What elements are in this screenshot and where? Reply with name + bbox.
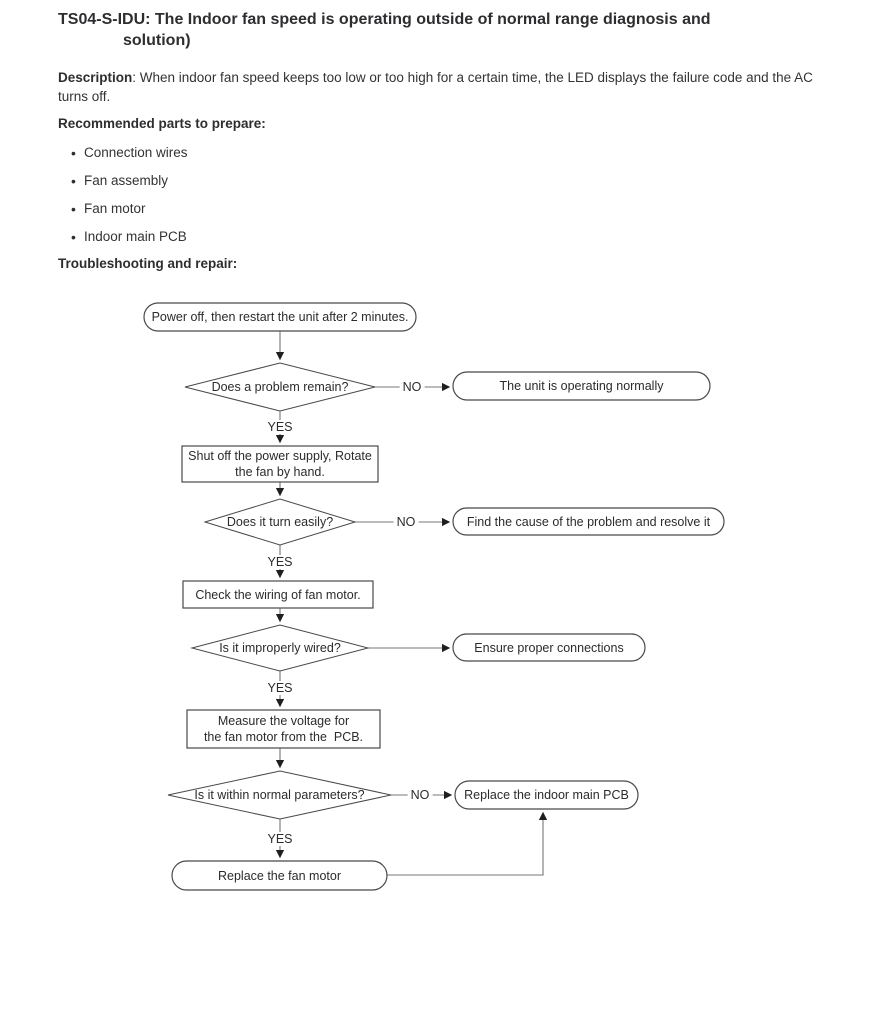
parts-list: • Connection wires • Fan assembly • Fan … (71, 145, 188, 257)
edge-label-yes-3: YES (264, 681, 296, 695)
troubleshooting-heading: Troubleshooting and repair: (58, 256, 238, 271)
description-paragraph: Description: When indoor fan speed keeps… (58, 69, 814, 106)
flow-shape-step-measure-voltage (186, 709, 381, 749)
flow-shape-step-shut-off (181, 445, 379, 483)
flow-node-step-measure-voltage: Measure the voltage for the fan motor fr… (203, 714, 364, 744)
parts-heading: Recommended parts to prepare: (58, 116, 266, 131)
flow-node-result-replace-fan-motor: Replace the fan motor (218, 868, 341, 883)
bullet-icon: • (71, 228, 76, 245)
list-item: • Connection wires (71, 144, 188, 161)
list-item: • Indoor main PCB (71, 228, 188, 245)
flow-shape-step-check-wiring (182, 580, 374, 609)
edge-label-no-2: NO (393, 515, 419, 529)
edge-label-yes-4: YES (264, 832, 296, 846)
bullet-icon: • (71, 200, 76, 217)
description-text: : When indoor fan speed keeps too low or… (58, 70, 813, 104)
list-item: • Fan motor (71, 200, 188, 217)
flow-node-start: Power off, then restart the unit after 2… (151, 310, 409, 324)
flow-shape-result-replace-fan-motor (171, 860, 388, 891)
page-title-line1: TS04-S-IDU: The Indoor fan speed is oper… (58, 11, 711, 28)
edge-label-no-1: NO (399, 380, 425, 394)
flow-shape-result-replace-pcb (454, 780, 639, 810)
flow-shape-decision-turn-easily (203, 498, 357, 546)
list-item: • Fan assembly (71, 172, 188, 189)
part-label: Indoor main PCB (84, 229, 187, 244)
flow-node-step-shut-off: Shut off the power supply, Rotate the fa… (188, 449, 372, 479)
flow-node-result-ensure-connections: Ensure proper connections (474, 640, 624, 655)
flow-node-result-find-cause: Find the cause of the problem and resolv… (466, 514, 711, 529)
arrow-fanmotor-to-pcb-loop (387, 811, 548, 876)
part-label: Fan assembly (84, 173, 169, 188)
bullet-icon: • (71, 172, 76, 189)
edge-label-yes-2: YES (264, 555, 296, 569)
flow-shape-decision-normal-parameters (167, 770, 392, 820)
description-label: Description (58, 70, 133, 85)
flow-node-result-replace-pcb: Replace the indoor main PCB (464, 788, 629, 802)
flow-node-q-turn-easily: Does it turn easily? (226, 515, 334, 529)
flow-node-q-problem-remain: Does a problem remain? (211, 380, 349, 394)
page-title: TS04-S-IDU: The Indoor fan speed is oper… (58, 9, 848, 51)
page-title-line2: solution) (123, 32, 191, 49)
flow-shape-result-normal (452, 371, 711, 401)
part-label: Connection wires (84, 145, 188, 160)
flow-node-result-normal: The unit is operating normally (499, 379, 664, 393)
flow-shape-decision-improperly-wired (190, 624, 370, 672)
flow-shape-start-terminator (143, 302, 417, 332)
flow-shape-decision-problem-remain (184, 362, 376, 412)
flow-shape-result-find-cause (452, 507, 725, 536)
part-label: Fan motor (84, 201, 146, 216)
edge-label-no-3: NO (407, 788, 433, 802)
edge-label-yes-1: YES (264, 420, 296, 434)
flow-node-q-improperly-wired: Is it improperly wired? (219, 641, 341, 655)
flow-shape-result-ensure-connections (452, 633, 646, 662)
flow-node-step-check-wiring: Check the wiring of fan motor. (195, 587, 361, 602)
flow-node-q-normal-parameters: Is it within normal parameters? (194, 788, 365, 802)
bullet-icon: • (71, 144, 76, 161)
